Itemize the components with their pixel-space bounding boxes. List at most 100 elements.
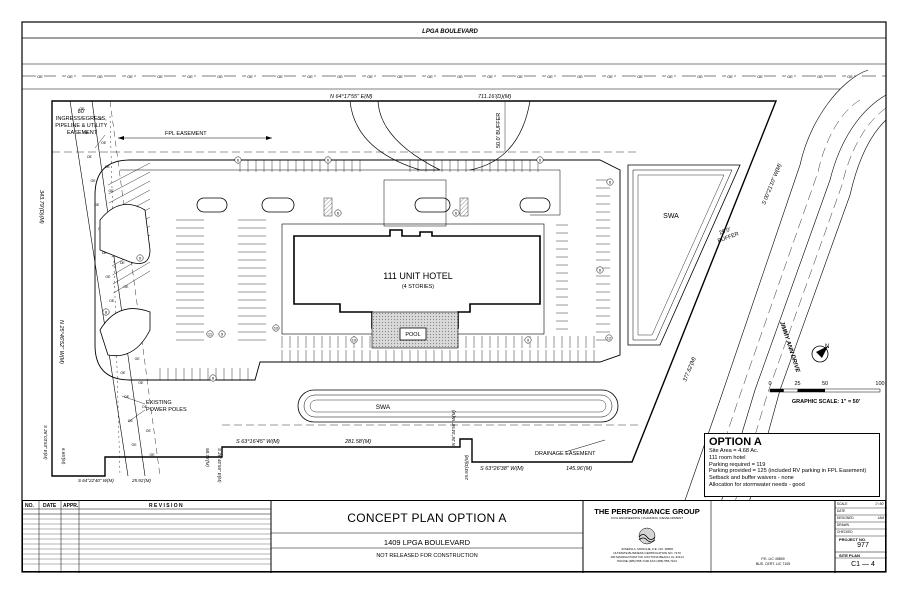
hatched-area <box>323 197 333 217</box>
date-label: DATE <box>837 509 846 513</box>
oe-tag: OE <box>138 381 144 385</box>
oe-tag-bg <box>396 73 404 79</box>
oe-tag: OE <box>120 371 126 375</box>
oe-tag-bg <box>666 73 674 79</box>
oe-tag: OE <box>124 395 130 399</box>
svg-text:GRAPHIC SCALE: 1" = 50': GRAPHIC SCALE: 1" = 50' <box>792 399 861 405</box>
road-label-jimmy-ann: JIMMY ANN DRIVE <box>778 321 800 375</box>
rev-header-no: NO. <box>25 503 34 509</box>
stall-count: 6 <box>337 211 340 216</box>
right-info-cells: SCALE 1"=50' DATE DESIGNED JAM DRAWN CHE… <box>835 501 887 536</box>
stall-count-circle <box>605 334 613 342</box>
landscape-island <box>414 197 451 213</box>
oe-tag: OE <box>817 74 823 79</box>
stall-count-circle <box>324 156 332 164</box>
option-line: Allocation for stormwater needs - good <box>709 481 805 488</box>
fpl-easement-label: FPL EASEMENT <box>165 131 207 137</box>
oe-tag: OE <box>128 419 134 423</box>
mid-bearing: N 26°34'56" W(M) <box>451 409 456 446</box>
arrow-head <box>118 136 124 140</box>
oe-tag-bg <box>696 73 704 79</box>
buffer-50-label: 50.0' BUFFER <box>496 113 502 148</box>
stormwater-area-south-inner <box>303 394 613 418</box>
parking-lot-outline <box>94 159 621 381</box>
option-line: Parking required = 119 <box>709 461 766 468</box>
graphic-scale: 0 25 50 100 GRAPHIC SCALE: 1" = 50' <box>768 381 884 405</box>
oe-tag-bg <box>366 73 374 79</box>
oe-tag: OE <box>457 74 463 79</box>
stall-count-circle <box>536 156 544 164</box>
oe-tag-bg <box>576 73 584 79</box>
oe-tag: OE <box>187 74 193 79</box>
road-curve <box>679 99 861 573</box>
scale-value: 1"=50' <box>875 502 884 506</box>
sw1-distance: 281.58'(M) <box>344 439 371 445</box>
easement-line <box>69 100 129 477</box>
oe-tag: OE <box>105 165 111 169</box>
oe-tag: OE <box>307 74 313 79</box>
stall-count: 6 <box>237 158 240 163</box>
stall-count-circle <box>334 209 342 217</box>
stall-count-circle <box>206 330 214 338</box>
option-title: OPTION A <box>709 436 762 448</box>
stormwater-area-south <box>297 389 619 423</box>
rv-stall-line <box>113 270 151 294</box>
arrow-head <box>266 136 272 140</box>
oe-tag: OE <box>487 74 493 79</box>
oe-tag: OE <box>105 275 111 279</box>
pe-license-line: P.E. LIC 49809 <box>761 557 785 561</box>
rv-stall-line <box>107 162 151 186</box>
rev-header-revision: R E V I S I O N <box>149 503 183 509</box>
oe-tag-bg <box>816 73 824 79</box>
sheet-number: C1 — 4 <box>839 561 887 568</box>
oe-tag: OE <box>247 74 253 79</box>
pe-license: P.E. LIC 49809 BUS. CERT. LIC 7105 <box>713 557 833 566</box>
oe-tag: OE <box>109 299 115 303</box>
ingress-easement-label: 80' INGRESS/EGRESS, PIPELINE & UTILITY E… <box>55 109 108 136</box>
east-distance: 377.62'(M) <box>682 356 697 383</box>
oe-tag: OE <box>83 131 89 135</box>
stormwater-area-east-inner <box>637 174 725 336</box>
oe-tag: OE <box>277 74 283 79</box>
option-line: Parking provided = 125 (included RV park… <box>709 468 867 475</box>
oe-tag-bg <box>516 73 524 79</box>
oe-tag: OE <box>67 74 73 79</box>
north-bearing: N 64°17'55" E(M) <box>330 94 373 100</box>
oe-tag-bg <box>186 73 194 79</box>
leader-line <box>127 409 146 423</box>
stall-count: 12 <box>607 336 612 341</box>
option-line: Setback and buffer waivers - none <box>709 475 794 482</box>
oe-tag-bg <box>426 73 434 79</box>
checked-label: CHECKED <box>837 530 853 534</box>
project-no-label: PROJECT NO. <box>839 537 867 542</box>
power-poles-label: EXISTING POWER POLES <box>146 400 187 413</box>
oe-tag: OE <box>667 74 673 79</box>
svg-text:25: 25 <box>794 381 800 387</box>
firm-address-line: 100 MARINA POINT DR. DAYTONA BEACH, FL 3… <box>610 555 684 559</box>
rv-stall-line <box>112 261 151 285</box>
stall-count-circle <box>452 209 460 217</box>
oe-tag: OE <box>847 74 853 79</box>
landscape-island <box>99 203 151 264</box>
oe-tag-bg <box>606 73 614 79</box>
road-curve <box>699 94 887 573</box>
sheet-count: 4 <box>870 561 875 568</box>
oe-tag: OE <box>109 189 115 193</box>
oe-tag: OE <box>397 74 403 79</box>
oe-tag: OE <box>91 179 97 183</box>
oe-tag-bg <box>126 73 134 79</box>
oe-tag-bg <box>306 73 314 79</box>
svg-text:50: 50 <box>822 381 828 387</box>
oe-tag: OE <box>367 74 373 79</box>
oe-tag: OE <box>757 74 763 79</box>
property-boundary <box>51 100 778 477</box>
leader-line <box>94 134 106 149</box>
hotel-label: 111 UNIT HOTEL <box>383 271 453 281</box>
oe-tag-bg <box>96 73 104 79</box>
title-block: NO. DATE APPR. R E V I S I O N CONCEPT P… <box>22 500 887 573</box>
option-a-panel: OPTION A Site Area = 4.68 Ac. 111 room h… <box>704 433 880 497</box>
stall-count: 6 <box>609 180 612 185</box>
north-letter: N <box>825 344 829 350</box>
oe-tag: OE <box>146 429 152 433</box>
